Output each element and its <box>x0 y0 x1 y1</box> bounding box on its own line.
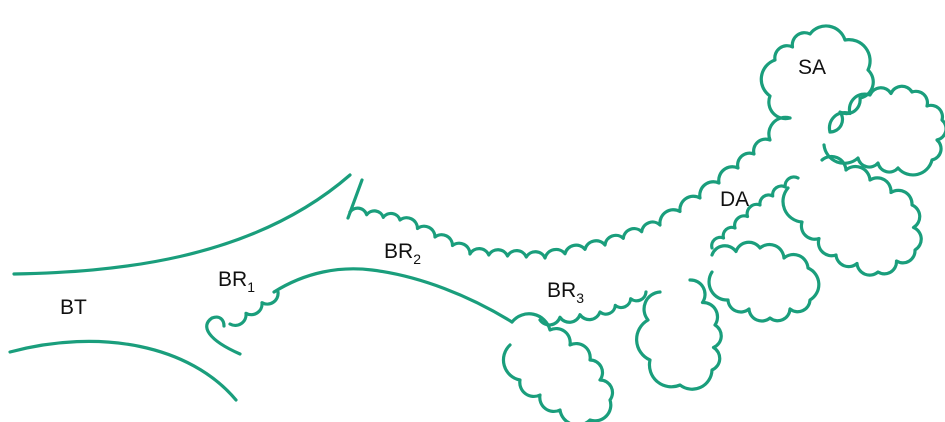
br2-upper-scallop <box>348 115 792 260</box>
label-da: DA <box>720 188 749 211</box>
lower-right-sac-cluster <box>781 155 923 277</box>
label-br2-sub: 2 <box>413 251 421 267</box>
label-br3: BR3 <box>547 279 584 306</box>
sa-sac <box>759 24 875 134</box>
airway-outline <box>8 24 945 422</box>
bronchus-lower-wall <box>8 339 238 402</box>
label-br1-base: BR <box>218 268 247 291</box>
label-br3-base: BR <box>547 279 576 302</box>
br1-lower-hook <box>205 315 242 356</box>
br2-lower-wall <box>272 267 514 324</box>
label-br1: BR1 <box>218 268 255 295</box>
lower-middle-sac-cluster <box>635 278 723 391</box>
bottom-left-sac-cluster <box>501 312 615 422</box>
label-bt: BT <box>60 296 87 319</box>
middle-sac-cluster <box>707 240 821 323</box>
label-br1-sub: 1 <box>247 279 255 295</box>
da-inner-wall <box>710 175 800 250</box>
label-sa: SA <box>798 56 826 79</box>
label-br3-sub: 3 <box>576 290 584 306</box>
br1-scallop <box>228 290 280 327</box>
right-sac-cluster <box>822 84 945 177</box>
br3-lower-scallop <box>538 290 648 327</box>
label-br2-base: BR <box>384 240 413 263</box>
label-br2: BR2 <box>384 240 421 267</box>
bronchus-upper-wall <box>12 173 352 276</box>
